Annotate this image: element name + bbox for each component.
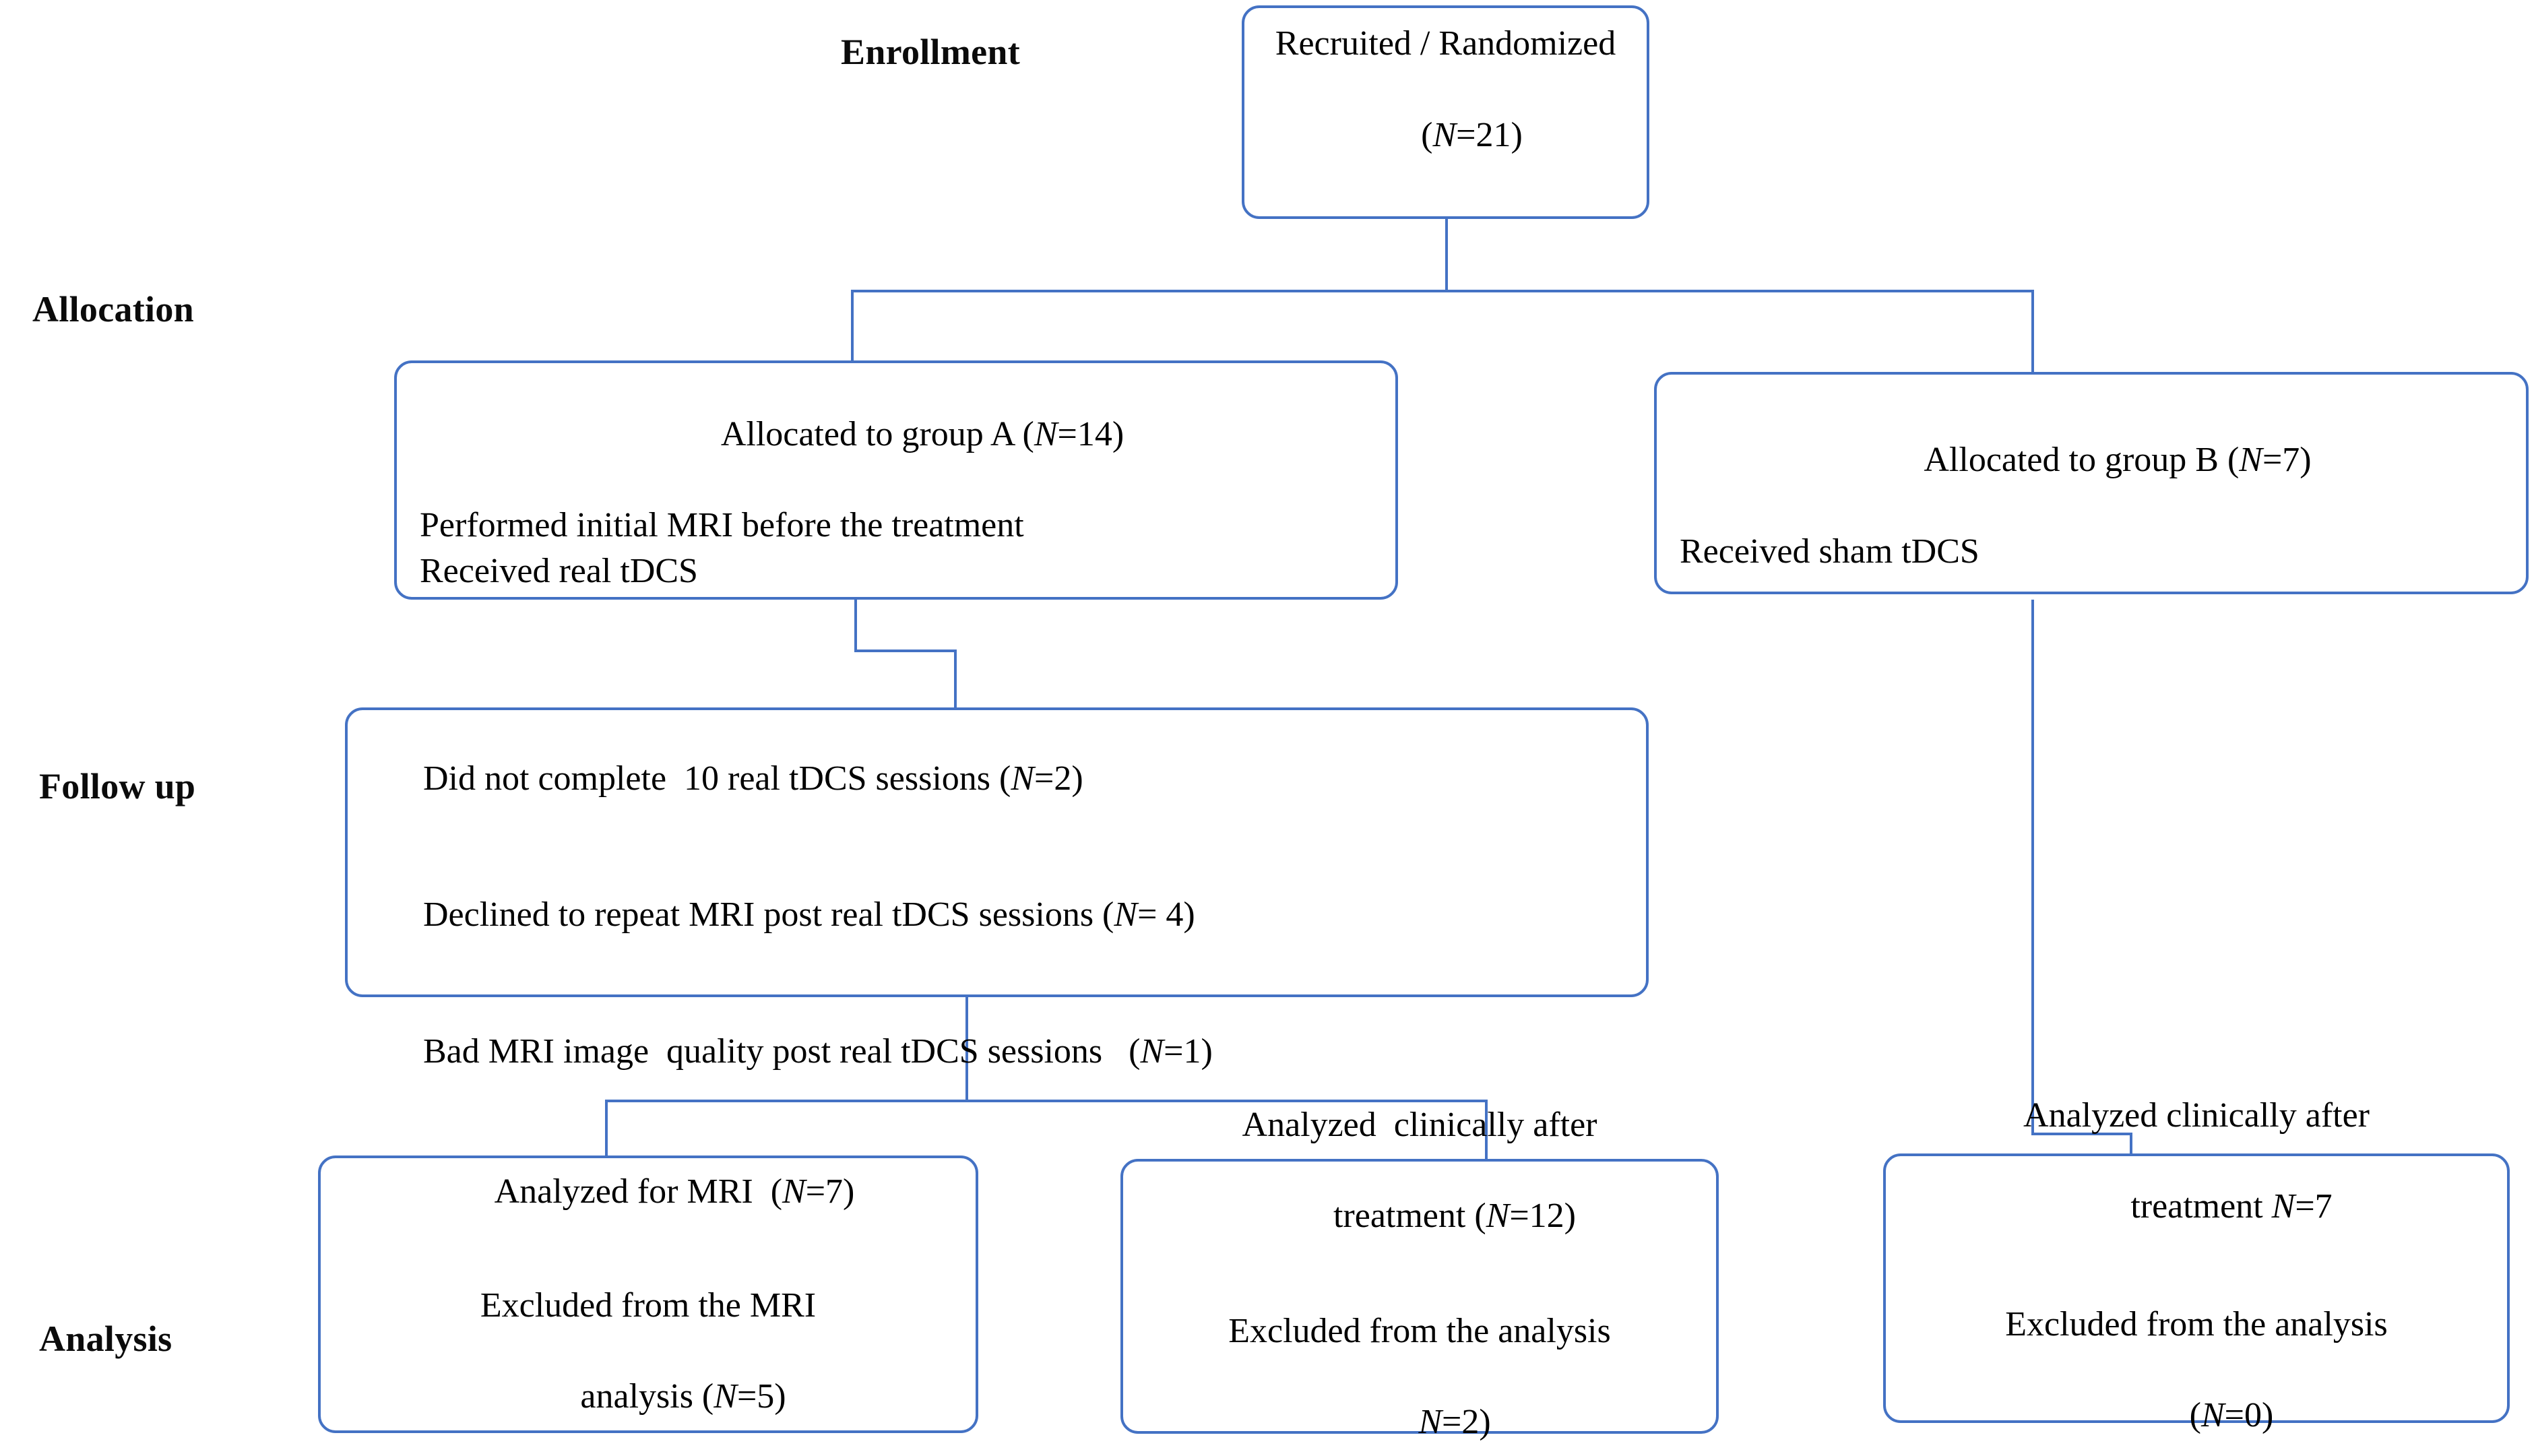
- connector-followup-down: [965, 997, 968, 1102]
- group-a-line-3: Received real tDCS: [420, 551, 698, 590]
- connector-group-b-down: [2031, 600, 2034, 1135]
- followup-line-3: Bad MRI image quality post real tDCS ses…: [348, 984, 1646, 1120]
- connector-group-a-down: [854, 600, 857, 652]
- analysis-clin-a-n-symbol: N: [1486, 1196, 1510, 1235]
- recruited-paren-open: (: [1421, 115, 1433, 154]
- connector-group-b-across: [2031, 1133, 2132, 1135]
- followup-line-2-n-symbol: N: [1114, 895, 1138, 935]
- recruited-n-symbol: N: [1432, 115, 1457, 154]
- node-analyzed-clinically-group-b[interactable]: Analyzed clinically after treatment N=7 …: [1883, 1096, 2510, 1434]
- analysis-clin-a-line-3: Excluded from the analysis: [1228, 1312, 1611, 1350]
- recruited-line-2: (N=21): [1244, 67, 1647, 203]
- analysis-clin-a-line-1: Analyzed clinically after: [1242, 1105, 1597, 1144]
- analysis-clin-a-analyzed-block: Analyzed clinically after treatment (N=1…: [1123, 1102, 1716, 1284]
- node-recruited-randomized[interactable]: Recruited / Randomized (N=21): [1242, 5, 1649, 219]
- analysis-mri-excluded-block: Excluded from the MRI analysis (N=5): [321, 1283, 976, 1456]
- group-a-line-1: Allocated to group A (N=14): [397, 367, 1395, 503]
- followup-line-3-n-value: =1): [1164, 1032, 1213, 1071]
- analysis-clin-a-n-value: =12): [1509, 1196, 1576, 1235]
- followup-line-3-n-symbol: N: [1140, 1032, 1164, 1071]
- followup-line-2-n-value: = 4): [1137, 895, 1195, 935]
- node-analyzed-clinically-group-a[interactable]: Analyzed clinically after treatment (N=1…: [1120, 1106, 1719, 1441]
- group-b-line-1: Allocated to group B (N=7): [1657, 392, 2526, 529]
- connector-to-analysis-clinical-a: [1485, 1100, 1488, 1160]
- stage-label-allocation: Allocation: [32, 289, 194, 329]
- recruited-line-1: Recruited / Randomized: [1275, 24, 1616, 63]
- group-a-n-symbol: N: [1034, 415, 1058, 454]
- analysis-clin-a-excl-n-symbol: N: [1418, 1403, 1443, 1442]
- analysis-clin-b-n-value: =7: [2295, 1186, 2333, 1226]
- analysis-clin-a-line-2: treatment (N=12): [1123, 1147, 1716, 1284]
- followup-line-2: Declined to repeat MRI post real tDCS se…: [348, 847, 1646, 984]
- analysis-clin-a-line-4: N=2): [1123, 1354, 1716, 1456]
- connector-to-group-b: [2031, 290, 2034, 374]
- followup-line-3-text: Bad MRI image quality post real tDCS ses…: [423, 1032, 1141, 1071]
- node-analyzed-mri[interactable]: Analyzed for MRI (N=7) Excluded from the…: [318, 1156, 978, 1433]
- recruited-n-value: =21): [1456, 115, 1523, 154]
- analysis-clin-b-excl-n-symbol: N: [2200, 1396, 2225, 1435]
- node-allocated-group-b[interactable]: Allocated to group B (N=7) Received sham…: [1654, 372, 2529, 594]
- connector-analysis-bar: [605, 1100, 1488, 1102]
- stage-label-enrollment: Enrollment: [841, 32, 1021, 72]
- analysis-clin-b-excl-paren: (: [2189, 1396, 2201, 1435]
- analysis-mri-line-2: Excluded from the MRI: [480, 1286, 817, 1325]
- group-a-line-2: Performed initial MRI before the treatme…: [420, 506, 1024, 545]
- analysis-mri-excl-n-symbol: N: [714, 1377, 737, 1416]
- analysis-mri-label: Analyzed for MRI (: [494, 1172, 783, 1211]
- analysis-clin-b-line-4: (N=0): [1886, 1348, 2507, 1456]
- group-b-n-symbol: N: [2239, 441, 2262, 480]
- connector-allocation-bar: [851, 290, 2034, 292]
- group-a-label: Allocated to group A (: [720, 415, 1034, 454]
- analysis-clin-b-line-1: Analyzed clinically after: [2023, 1096, 2370, 1135]
- connector-group-a-to-followup: [954, 650, 957, 707]
- analysis-clin-b-excl-n-value: =0): [2224, 1396, 2274, 1435]
- analysis-mri-excl-label: analysis (: [580, 1377, 714, 1416]
- analysis-mri-n-value: =7): [805, 1172, 855, 1211]
- connector-group-b-to-analysis: [2130, 1133, 2132, 1157]
- analysis-mri-line-1: Analyzed for MRI (N=7): [321, 1123, 976, 1260]
- stage-label-analysis: Analysis: [39, 1319, 172, 1359]
- followup-line-1-n-symbol: N: [1011, 759, 1035, 798]
- connector-recruited-down: [1445, 216, 1448, 291]
- analysis-clin-a-excluded-block: Excluded from the analysis N=2): [1123, 1308, 1716, 1456]
- analysis-mri-n-symbol: N: [782, 1172, 806, 1211]
- node-allocated-group-a[interactable]: Allocated to group A (N=14) Performed in…: [394, 360, 1398, 600]
- analysis-clin-b-line-2: treatment N=7: [1886, 1138, 2507, 1275]
- analysis-clin-b-n-symbol: N: [2271, 1186, 2295, 1226]
- followup-line-1-text: Did not complete 10 real tDCS sessions (: [423, 759, 1011, 798]
- analysis-mri-line-3: analysis (N=5): [321, 1329, 976, 1456]
- group-b-label: Allocated to group B (: [1924, 441, 2240, 480]
- node-followup-losses[interactable]: Did not complete 10 real tDCS sessions (…: [345, 707, 1649, 1071]
- group-b-n-value: =7): [2262, 441, 2312, 480]
- followup-line-1: Did not complete 10 real tDCS sessions (…: [348, 710, 1646, 847]
- followup-line-2-text: Declined to repeat MRI post real tDCS se…: [423, 895, 1114, 935]
- stage-label-followup: Follow up: [39, 766, 196, 806]
- analysis-clin-a-label: treatment (: [1333, 1196, 1486, 1235]
- analysis-clin-b-analyzed-block: Analyzed clinically after treatment N=7: [1886, 1093, 2507, 1275]
- analysis-clin-b-excluded-block: Excluded from the analysis (N=0): [1886, 1302, 2507, 1456]
- analysis-clin-b-label: treatment: [2130, 1186, 2272, 1226]
- connector-group-a-across: [854, 650, 957, 652]
- connector-to-group-a: [851, 290, 854, 364]
- followup-line-1-n-value: =2): [1034, 759, 1083, 798]
- analysis-clin-b-line-3: Excluded from the analysis: [2005, 1305, 2388, 1343]
- group-a-n-value: =14): [1057, 415, 1124, 454]
- analysis-clin-a-excl-n-value: =2): [1442, 1403, 1491, 1442]
- connector-to-analysis-mri: [605, 1100, 608, 1159]
- analysis-mri-excl-n-value: =5): [736, 1377, 786, 1416]
- group-b-line-2: Received sham tDCS: [1680, 532, 1979, 571]
